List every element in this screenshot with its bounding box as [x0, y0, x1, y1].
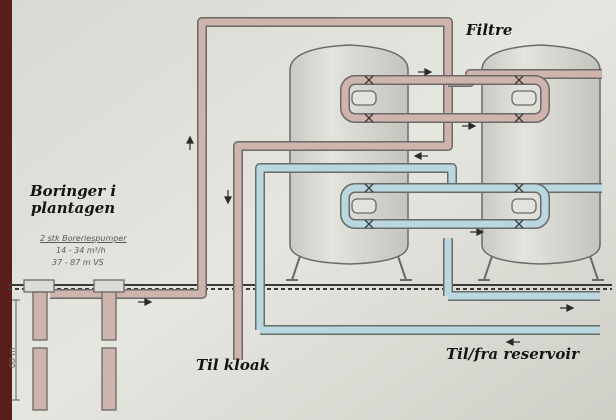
- sewer-label: Til kloak: [196, 356, 270, 374]
- depth-dimension: [12, 299, 20, 401]
- reservoir-label: Til/fra reservoir: [446, 345, 579, 363]
- wells-label: Boringer i plantagen: [30, 183, 116, 217]
- depth-annotation: 60 m: [8, 347, 17, 368]
- pump-spec-head: 37 - 87 m VS: [52, 258, 104, 267]
- flow-arrows: [138, 68, 575, 346]
- lower-manifold: [340, 183, 550, 229]
- upper-manifold: [340, 75, 550, 123]
- well-1: [23, 279, 55, 411]
- filter-tank-1: [286, 44, 412, 281]
- well-2: [93, 279, 125, 411]
- pump-title-annotation: 2 stk Boreriespumper: [40, 234, 127, 243]
- wells-label-line-1: Boringer i: [30, 182, 117, 200]
- wells-label-line-2: plantagen: [30, 199, 116, 217]
- pump-spec-flow: 14 - 34 m³/h: [56, 246, 106, 255]
- filters-label: Filtre: [466, 21, 513, 39]
